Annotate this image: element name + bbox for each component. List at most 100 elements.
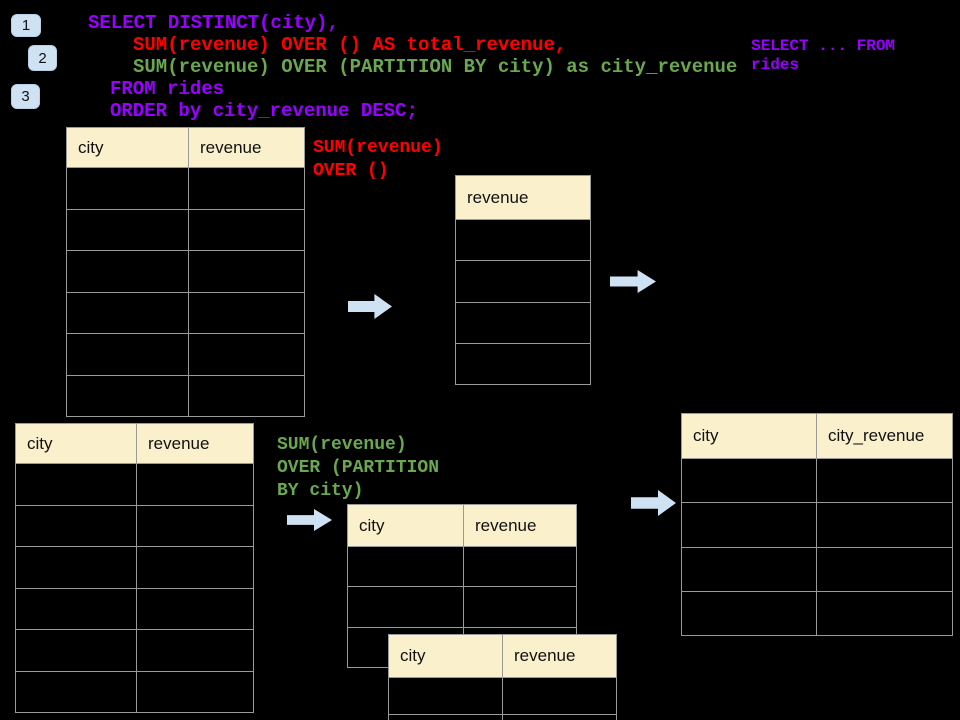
table-cell xyxy=(67,292,189,333)
table-row xyxy=(348,546,576,587)
table-cell xyxy=(348,547,464,587)
table-row xyxy=(456,219,590,260)
table-row xyxy=(67,291,304,334)
table-cell xyxy=(137,672,253,713)
flow-arrow-icon-3 xyxy=(287,509,332,531)
table-row xyxy=(682,502,952,547)
table-cell xyxy=(137,547,253,588)
table-cell xyxy=(817,548,952,591)
table-row xyxy=(16,504,253,546)
table-cell xyxy=(189,168,304,209)
table-cell xyxy=(348,587,464,627)
table-cell xyxy=(189,334,304,375)
column-header-revenue: revenue xyxy=(467,187,529,207)
table-row xyxy=(682,458,952,503)
table-cell xyxy=(189,210,304,251)
flow-arrow-icon-2 xyxy=(610,270,656,293)
subquery-note-line-1: SELECT ... FROM xyxy=(751,37,896,55)
sql-line-from: FROM rides xyxy=(110,78,225,100)
table-cell xyxy=(189,376,304,417)
table-cell xyxy=(16,671,137,712)
table-cell xyxy=(817,459,952,502)
table-cell xyxy=(456,344,590,384)
column-header-city-revenue: city_revenue xyxy=(828,426,925,445)
table-row xyxy=(16,546,253,588)
table-header-row: city city_revenue xyxy=(682,414,952,458)
column-header-revenue: revenue xyxy=(200,137,262,157)
table-partition-overlap: city revenue xyxy=(388,634,617,720)
table-row xyxy=(16,629,253,671)
flow-arrow-icon-1 xyxy=(348,294,392,319)
table-cell xyxy=(464,587,576,626)
table-header-row: city revenue xyxy=(348,505,576,546)
flow-arrow-icon-4 xyxy=(631,490,676,516)
table-row xyxy=(67,250,304,292)
table-row xyxy=(16,463,253,505)
table-row xyxy=(67,208,304,251)
table-source-top: city revenue xyxy=(66,127,305,417)
table-cell xyxy=(137,589,253,630)
table-cell xyxy=(456,220,590,260)
table-cell xyxy=(503,678,616,714)
table-row xyxy=(67,167,304,209)
table-row xyxy=(682,590,952,635)
table-cell xyxy=(16,464,137,505)
table-header-row: revenue xyxy=(456,176,590,219)
table-cell xyxy=(16,588,137,629)
partition-note-line-3: BY city) xyxy=(277,481,364,501)
table-cell xyxy=(67,334,189,375)
column-header-city: city xyxy=(389,635,503,677)
table-row xyxy=(456,260,590,301)
table-cell xyxy=(67,168,189,209)
table-row xyxy=(456,301,590,343)
column-header-city: city xyxy=(348,505,464,546)
column-header-city: city xyxy=(682,414,817,458)
table-cell xyxy=(682,591,817,635)
table-cell xyxy=(456,261,590,301)
table-row xyxy=(348,586,576,627)
column-header-revenue: revenue xyxy=(475,515,537,535)
column-header-revenue: revenue xyxy=(514,646,576,665)
table-row xyxy=(67,333,304,375)
subquery-note-line-2: rides xyxy=(751,56,800,74)
table-row xyxy=(456,342,590,384)
table-row xyxy=(389,677,616,714)
table-row xyxy=(16,670,253,713)
table-cell xyxy=(189,293,304,334)
table-header-row: city revenue xyxy=(16,424,253,463)
table-row xyxy=(389,714,616,720)
table-cell xyxy=(682,547,817,591)
table-row xyxy=(16,587,253,630)
table-cell xyxy=(16,547,137,588)
step-badge-3: 3 xyxy=(11,84,40,109)
table-city-revenue: city city_revenue xyxy=(681,413,953,636)
table-cell xyxy=(456,303,590,343)
table-cell xyxy=(682,459,817,503)
sql-line-partition: SUM(revenue) OVER (PARTITION BY city) as… xyxy=(133,56,738,78)
table-cell xyxy=(389,715,503,720)
partition-note-line-2: OVER (PARTITION xyxy=(277,458,440,478)
sql-line-select: SELECT DISTINCT(city), xyxy=(88,12,339,34)
table-cell xyxy=(67,209,189,250)
table-cell xyxy=(16,505,137,546)
table-header-row: city revenue xyxy=(389,635,616,677)
table-cell xyxy=(389,678,503,714)
table-cell xyxy=(817,503,952,546)
column-header-city: city xyxy=(67,128,189,167)
sql-line-total-revenue: SUM(revenue) OVER () AS total_revenue, xyxy=(133,34,567,56)
table-row xyxy=(682,546,952,591)
table-cell xyxy=(16,630,137,671)
column-header-city: city xyxy=(16,424,137,463)
table-cell xyxy=(67,251,189,292)
sql-line-order: ORDER by city_revenue DESC; xyxy=(110,100,418,122)
step-badge-1: 1 xyxy=(11,14,41,37)
table-cell xyxy=(189,251,304,292)
table-header-row: city revenue xyxy=(67,128,304,167)
table-total-revenue: revenue xyxy=(455,175,591,385)
column-header-revenue: revenue xyxy=(148,433,210,453)
table-cell xyxy=(137,630,253,671)
table-cell xyxy=(682,503,817,547)
table-cell xyxy=(67,375,189,416)
partition-note-line-1: SUM(revenue) xyxy=(277,435,407,455)
